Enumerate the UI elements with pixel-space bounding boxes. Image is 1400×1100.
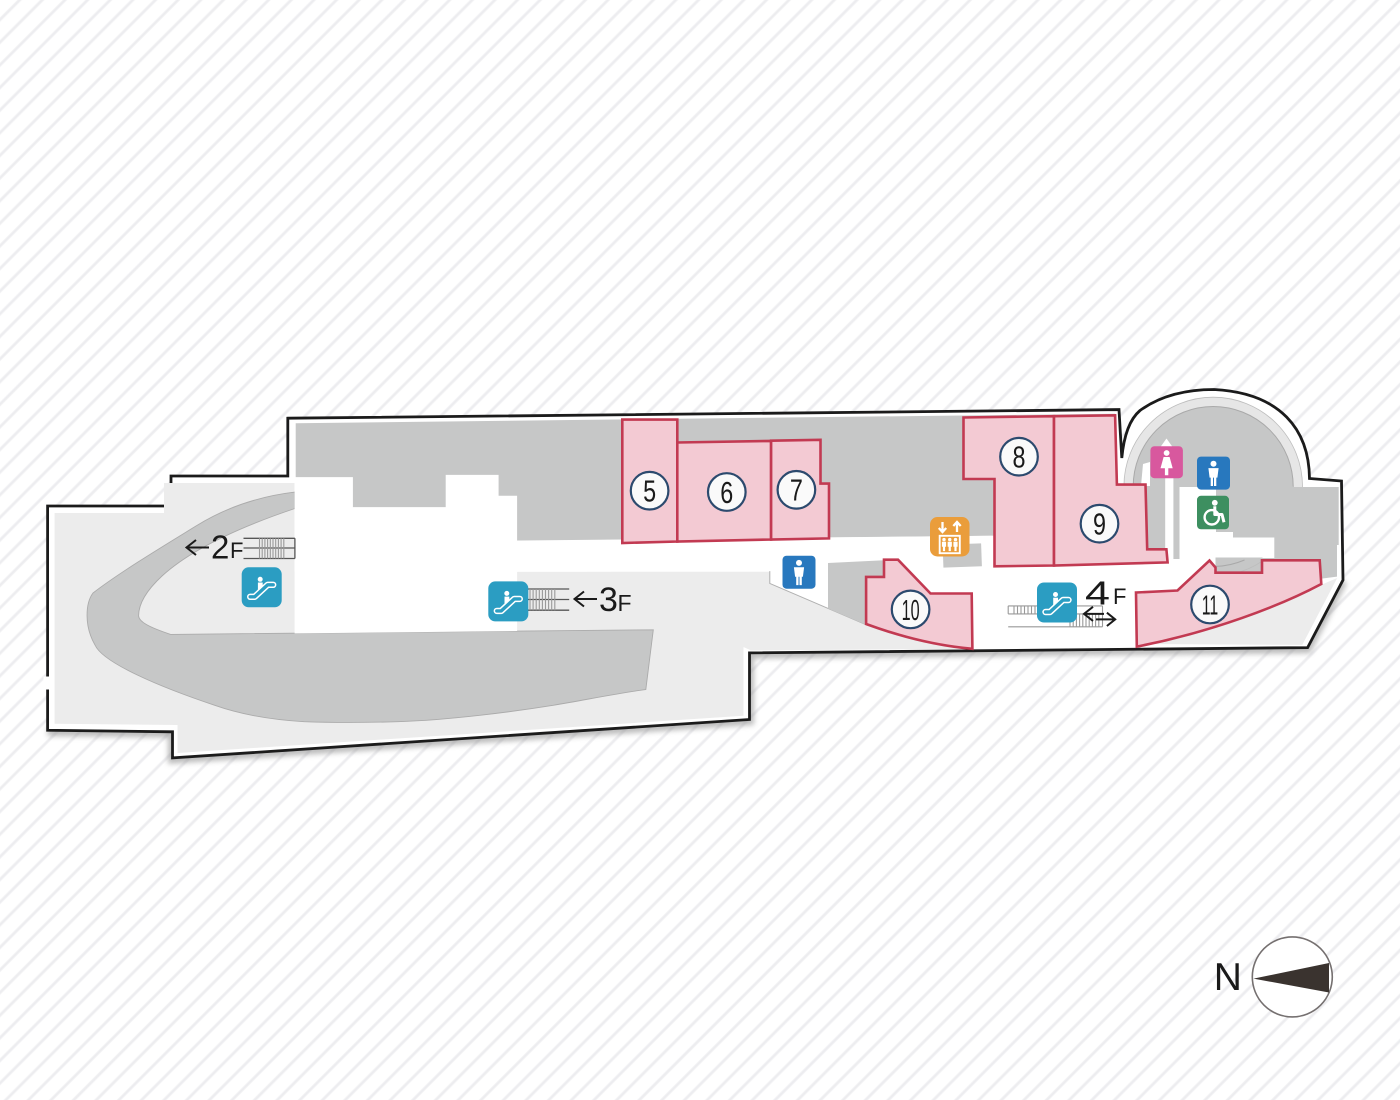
svg-text:6: 6 <box>720 475 733 510</box>
svg-text:9: 9 <box>1093 507 1106 542</box>
svg-text:4: 4 <box>1085 574 1110 611</box>
svg-text:F: F <box>1113 584 1126 609</box>
svg-text:10: 10 <box>902 595 920 627</box>
svg-text:F: F <box>618 590 632 616</box>
svg-text:11: 11 <box>1202 590 1219 621</box>
svg-text:F: F <box>230 538 243 563</box>
svg-text:3: 3 <box>599 581 618 619</box>
svg-text:8: 8 <box>1013 440 1026 475</box>
svg-text:7: 7 <box>790 473 803 508</box>
svg-text:5: 5 <box>643 474 656 509</box>
svg-text:N: N <box>1214 956 1242 999</box>
svg-text:2: 2 <box>211 529 229 566</box>
